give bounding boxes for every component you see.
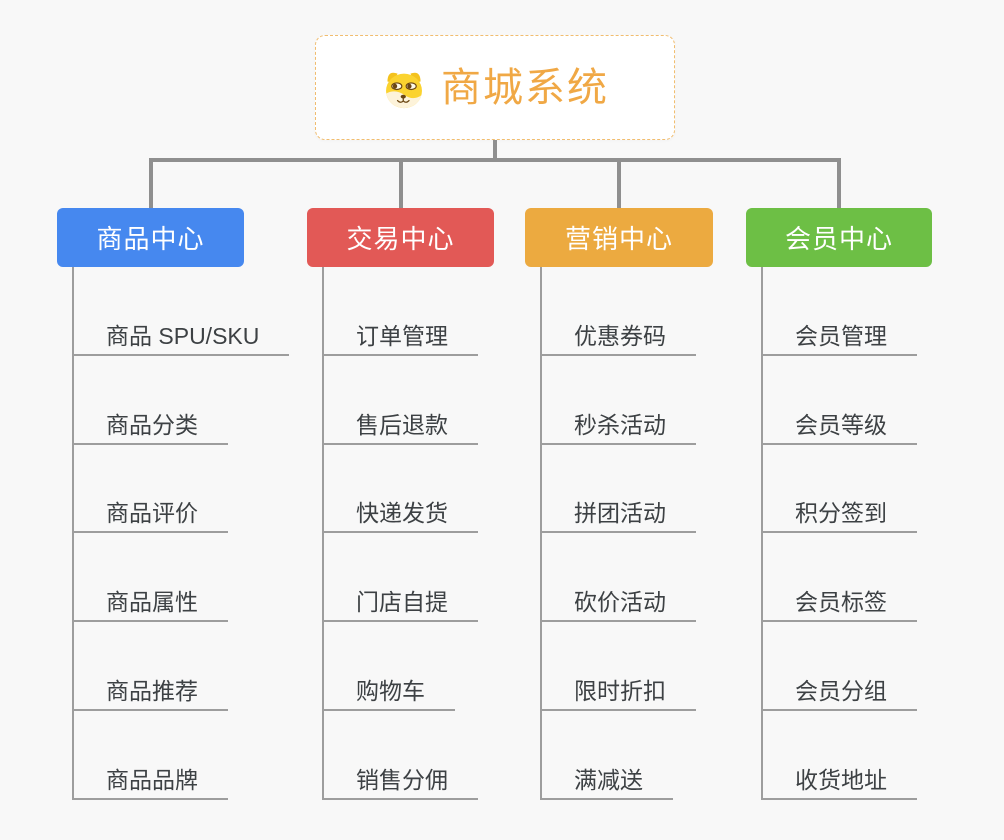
branch-node-2[interactable]: 交易中心 (307, 208, 494, 267)
connector-root-stem (493, 140, 497, 159)
child-node[interactable]: 限时折扣 (542, 622, 696, 712)
child-node[interactable]: 满减送 (542, 711, 673, 800)
child-node[interactable]: 门店自提 (324, 533, 478, 623)
root-node-shop-system[interactable]: 商城系统 (315, 35, 675, 140)
child-node[interactable]: 拼团活动 (542, 445, 696, 534)
child-node[interactable]: 会员管理 (763, 267, 917, 356)
child-node[interactable]: 快递发货 (324, 445, 478, 534)
child-node[interactable]: 售后退款 (324, 356, 478, 445)
child-node[interactable]: 会员标签 (763, 533, 917, 623)
child-node[interactable]: 优惠券码 (542, 267, 696, 356)
branch-node-1[interactable]: 商品中心 (57, 208, 244, 267)
child-node[interactable]: 秒杀活动 (542, 356, 696, 445)
child-node[interactable]: 销售分佣 (324, 711, 478, 800)
child-node[interactable]: 会员分组 (763, 622, 917, 712)
child-node[interactable]: 商品分类 (74, 356, 228, 445)
child-node[interactable]: 商品 SPU/SKU (74, 267, 290, 356)
child-node[interactable]: 商品属性 (74, 533, 228, 623)
child-node[interactable]: 砍价活动 (542, 533, 696, 623)
branch-children-list: 优惠券码秒杀活动拼团活动砍价活动限时折扣满减送 (540, 267, 696, 800)
connector-horizontal (149, 158, 841, 162)
doge-face-icon (386, 72, 422, 108)
connector-branch-drop (617, 158, 621, 208)
child-node[interactable]: 积分签到 (763, 445, 917, 534)
child-node[interactable]: 购物车 (324, 622, 455, 712)
connector-branch-drop (837, 158, 841, 208)
child-node[interactable]: 商品推荐 (74, 622, 228, 712)
branch-children-list: 订单管理售后退款快递发货门店自提购物车销售分佣 (322, 267, 478, 800)
child-node[interactable]: 商品评价 (74, 445, 228, 534)
connector-branch-drop (398, 158, 403, 208)
branch-node-3[interactable]: 营销中心 (525, 208, 713, 267)
child-node[interactable]: 订单管理 (324, 267, 478, 356)
child-node[interactable]: 商品品牌 (74, 711, 228, 800)
branch-node-4[interactable]: 会员中心 (746, 208, 932, 267)
child-node[interactable]: 收货地址 (763, 711, 917, 800)
child-node[interactable]: 会员等级 (763, 356, 917, 445)
root-title: 商城系统 (441, 65, 609, 110)
branch-children-list: 会员管理会员等级积分签到会员标签会员分组收货地址 (761, 267, 917, 800)
connector-branch-drop (148, 158, 153, 208)
